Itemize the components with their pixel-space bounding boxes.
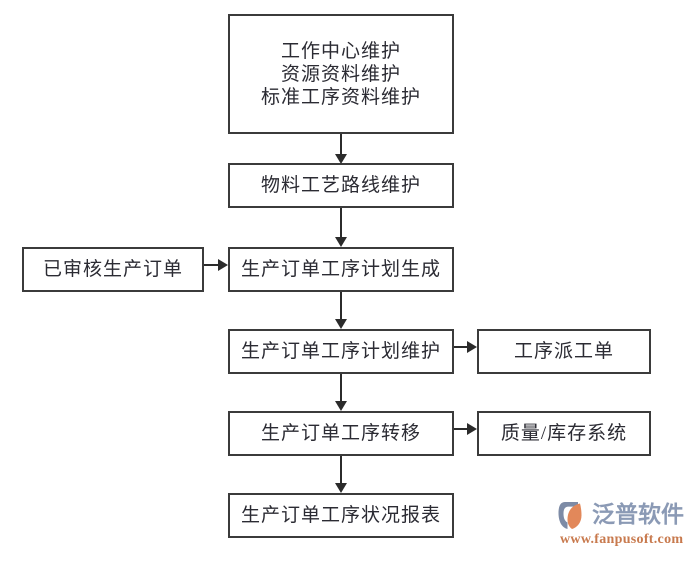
arrow-head-down-icon — [335, 401, 347, 411]
arrow-shaft — [340, 134, 342, 156]
arrow-head-right-icon — [218, 259, 228, 271]
arrow-shaft — [454, 428, 469, 430]
node-plan-maint-label: 生产订单工序计划维护 — [240, 341, 441, 362]
watermark-url-text: www.fanpusoft.com — [560, 532, 684, 547]
node-transfer-label: 生产订单工序转移 — [260, 423, 421, 444]
arrow-transfer-to-qc-inventory — [454, 423, 479, 440]
arrow-head-down-icon — [335, 483, 347, 493]
node-base-data-line-1: 工作中心维护 — [280, 40, 401, 62]
node-routing-label: 物料工艺路线维护 — [260, 175, 421, 196]
arrow-plan-maintain-to-transfer — [335, 374, 352, 412]
node-operation-dispatch-order[interactable]: 工序派工单 — [477, 329, 651, 374]
node-operation-status-report[interactable]: 生产订单工序状况报表 — [228, 493, 454, 538]
node-dispatch-label: 工序派工单 — [513, 341, 614, 362]
node-operation-transfer[interactable]: 生产订单工序转移 — [228, 411, 454, 456]
arrow-head-down-icon — [335, 237, 347, 247]
node-base-data-maintenance[interactable]: 工作中心维护 资源资料维护 标准工序资料维护 — [228, 14, 454, 134]
arrow-plan-maintain-to-dispatch — [454, 341, 479, 358]
arrow-head-right-icon — [467, 423, 477, 435]
node-material-routing-maintenance[interactable]: 物料工艺路线维护 — [228, 163, 454, 208]
arrow-approved-order-to-plan-generate — [204, 259, 230, 276]
node-plan-gen-label: 生产订单工序计划生成 — [240, 259, 441, 280]
arrow-head-right-icon — [467, 341, 477, 353]
node-operation-plan-maintain[interactable]: 生产订单工序计划维护 — [228, 329, 454, 374]
watermark-logo: 泛普软件 www.fanpusoft.com — [558, 500, 688, 556]
arrow-transfer-to-status-report — [335, 456, 352, 494]
arrow-routing-to-plan-generate — [335, 208, 352, 248]
fanpu-logo-icon — [558, 500, 590, 530]
node-approved-label: 已审核生产订单 — [42, 259, 183, 280]
arrow-shaft — [340, 208, 342, 239]
arrow-shaft — [454, 346, 469, 348]
arrow-plan-generate-to-plan-maintain — [335, 292, 352, 330]
node-status-rpt-label: 生产订单工序状况报表 — [240, 505, 441, 526]
arrow-shaft — [340, 456, 342, 485]
node-approved-production-order[interactable]: 已审核生产订单 — [22, 247, 204, 292]
watermark-brand-row: 泛普软件 — [558, 500, 684, 530]
node-qc-inv-label: 质量/库存系统 — [500, 423, 628, 444]
node-base-data-line-2: 资源资料维护 — [280, 63, 401, 85]
node-base-data-line-3: 标准工序资料维护 — [260, 86, 421, 108]
arrow-shaft — [340, 292, 342, 321]
node-operation-plan-generate[interactable]: 生产订单工序计划生成 — [228, 247, 454, 292]
arrow-head-down-icon — [335, 319, 347, 329]
arrow-base-data-to-routing — [335, 134, 352, 164]
watermark-brand-text: 泛普软件 — [592, 501, 684, 528]
arrow-shaft — [204, 264, 220, 266]
arrow-shaft — [340, 374, 342, 403]
arrow-head-down-icon — [335, 154, 347, 164]
node-quality-inventory-system[interactable]: 质量/库存系统 — [477, 411, 651, 456]
